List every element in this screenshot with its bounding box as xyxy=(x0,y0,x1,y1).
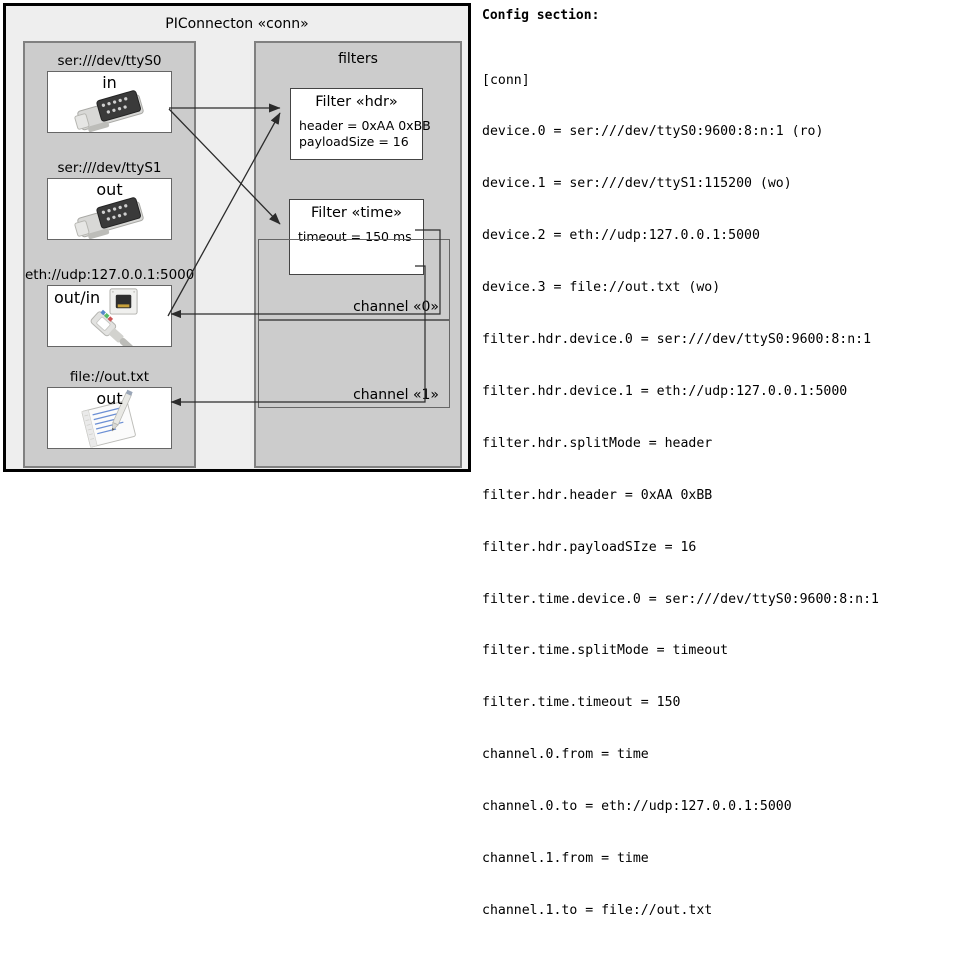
diagram-frame: PIConnecton «conn» ser:///dev/ttyS0 in xyxy=(3,3,471,472)
device-label-ttys1: ser:///dev/ttyS1 xyxy=(57,160,162,176)
serial-port-icon xyxy=(74,197,144,239)
config-line: [conn] xyxy=(482,72,530,88)
device-group-ttys1: ser:///dev/ttyS1 out xyxy=(25,160,194,240)
config-line: device.3 = file://out.txt (wo) xyxy=(482,280,721,296)
ethernet-plug-icon xyxy=(90,288,138,346)
config-heading: Config section: xyxy=(482,8,600,23)
device-label-file: file://out.txt xyxy=(69,369,150,385)
config-line: filter.time.splitMode = timeout xyxy=(482,643,729,659)
config-lines: [conn] device.0 = ser:///dev/ttyS0:9600:… xyxy=(482,37,960,954)
device-box-ttys0[interactable]: in xyxy=(47,71,172,133)
config-line: filter.time.timeout = 150 xyxy=(482,695,681,711)
config-section: Config section: [conn] device.0 = ser://… xyxy=(482,8,960,954)
diagram-title: PIConnecton «conn» xyxy=(165,16,309,32)
channel-label-1: channel «1» xyxy=(353,387,439,403)
config-line: device.2 = eth://udp:127.0.0.1:5000 xyxy=(482,228,760,244)
device-box-file[interactable]: out xyxy=(47,387,172,449)
channel-box-0: channel «0» xyxy=(258,239,450,320)
config-line: channel.1.to = file://out.txt xyxy=(482,902,713,918)
device-io-ttys1: out xyxy=(96,180,123,199)
filter-title-hdr: Filter «hdr» xyxy=(315,94,398,110)
serial-port-icon xyxy=(74,90,144,132)
filter-prop-payloadsize: payloadSize = 16 xyxy=(299,134,409,149)
config-line: filter.hdr.device.1 = eth://udp:127.0.0.… xyxy=(482,383,848,399)
config-line: filter.hdr.device.0 = ser:///dev/ttyS0:9… xyxy=(482,332,872,348)
device-group-ttys0: ser:///dev/ttyS0 in xyxy=(25,53,194,133)
filter-prop-header: header = 0xAA 0xBB xyxy=(299,118,431,133)
device-label-ttys0: ser:///dev/ttyS0 xyxy=(57,53,162,69)
devices-panel: ser:///dev/ttyS0 in xyxy=(23,41,196,468)
device-box-ttys1[interactable]: out xyxy=(47,178,172,240)
config-line: device.0 = ser:///dev/ttyS0:9600:8:n:1 (… xyxy=(482,124,824,140)
config-line: filter.hdr.payloadSIze = 16 xyxy=(482,539,697,555)
device-group-eth: eth://udp:127.0.0.1:5000 out/in xyxy=(25,267,194,347)
channel-box-1: channel «1» xyxy=(258,320,450,408)
config-line: filter.time.device.0 = ser:///dev/ttyS0:… xyxy=(482,591,879,607)
channel-label-0: channel «0» xyxy=(353,299,439,315)
device-io-eth: out/in xyxy=(54,288,101,307)
config-line: channel.0.from = time xyxy=(482,747,649,763)
config-line: channel.1.from = time xyxy=(482,850,649,866)
config-line: filter.hdr.header = 0xAA 0xBB xyxy=(482,487,713,503)
filters-panel: filters Filter «hdr» header = 0xAA 0xBB … xyxy=(254,41,462,468)
filter-title-time: Filter «time» xyxy=(310,205,403,221)
filter-box-hdr[interactable]: Filter «hdr» header = 0xAA 0xBB payloadS… xyxy=(290,88,431,160)
device-io-ttys0: in xyxy=(102,73,117,92)
filter-props-hdr: header = 0xAA 0xBB payloadSize = 16 xyxy=(291,118,431,150)
config-line: device.1 = ser:///dev/ttyS1:115200 (wo) xyxy=(482,176,792,192)
device-io-file: out xyxy=(96,389,123,408)
device-box-eth[interactable]: out/in xyxy=(47,285,172,347)
filters-panel-title: filters xyxy=(338,51,378,67)
device-group-file: file://out.txt out xyxy=(25,369,194,449)
config-line: channel.0.to = eth://udp:127.0.0.1:5000 xyxy=(482,799,792,815)
device-label-eth: eth://udp:127.0.0.1:5000 xyxy=(25,267,195,283)
config-line: filter.hdr.splitMode = header xyxy=(482,435,713,451)
text-file-icon xyxy=(81,389,136,448)
